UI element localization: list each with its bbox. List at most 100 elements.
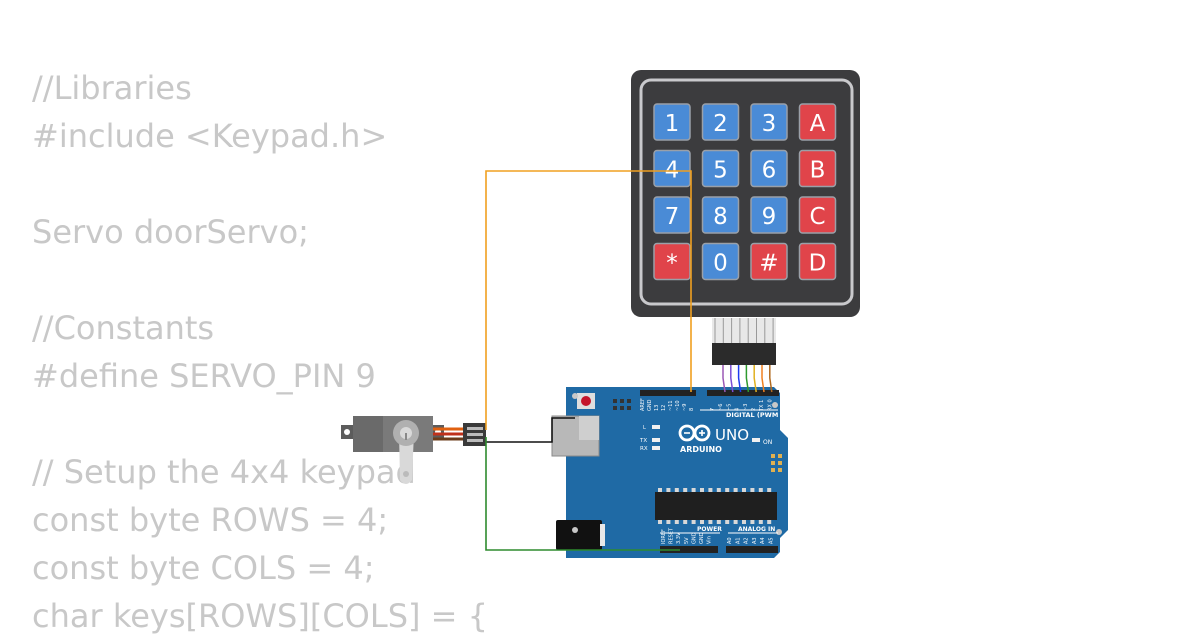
keypad-key-label: * (666, 251, 678, 277)
keypad-key[interactable]: 7 (653, 196, 691, 234)
wire-keypad-bundle (722, 365, 773, 393)
keypad-key[interactable]: D (798, 242, 837, 281)
keypad-key-label: C (809, 204, 825, 230)
code-background: //Libraries #include <Keypad.h> Servo door… (32, 64, 552, 640)
analog-label: ANALOG IN (738, 526, 775, 533)
analog-pin-label: A5 (769, 537, 775, 544)
wire-keypad (761, 365, 765, 393)
microcontroller-chip (655, 492, 777, 520)
power-analog-header[interactable] (660, 546, 778, 553)
keypad-key-cap (653, 103, 691, 141)
digital-pin-label: 8 (689, 408, 695, 411)
keypad-key-label: 7 (665, 204, 680, 230)
keypad-key-cap (653, 196, 691, 234)
keypad-key-label: 0 (713, 251, 728, 277)
keypad-key[interactable]: B (798, 149, 837, 188)
code-line: #include <Keypad.h> (32, 117, 388, 155)
keypad-key-label: 1 (665, 111, 680, 137)
keypad-key[interactable]: 5 (701, 149, 740, 188)
keypad-key[interactable]: 4 (653, 149, 691, 188)
power-jack (556, 520, 602, 550)
keypad-key-cap (701, 103, 740, 141)
power-pin-label: 3.3V (676, 532, 682, 544)
keypad-key[interactable]: C (798, 196, 837, 234)
digital-pin-label: 2 (751, 408, 757, 411)
digital-pin-label: 13 (654, 405, 660, 411)
servo-motor[interactable] (341, 416, 486, 484)
wire-keypad (745, 365, 750, 393)
code-line: char keys[ROWS][COLS] = { (32, 597, 488, 635)
servo-cable (433, 423, 486, 446)
keypad-key-label: D (809, 251, 827, 277)
tx-led-label: TX (639, 438, 647, 444)
keypad-key-label: A (810, 111, 826, 137)
digital-pin-label: ~6 (718, 404, 724, 411)
power-pin-label: IOREF (661, 529, 667, 544)
digital-pin-label: 4 (735, 408, 741, 411)
on-led (752, 438, 760, 442)
keypad-key[interactable]: 2 (701, 103, 740, 141)
keypad-key-cap (701, 196, 740, 234)
keypad-key-cap (750, 196, 788, 234)
wire-servo-signal (485, 170, 692, 430)
code-line: //Constants (32, 309, 215, 347)
digital-pin-label: ~10 (675, 400, 681, 411)
digital-pin-label: 7 (710, 408, 716, 411)
keypad-key-label: 8 (713, 204, 728, 230)
arduino-infinity-icon (678, 424, 711, 442)
wire-servo-power (485, 437, 680, 551)
keypad-key[interactable]: 6 (750, 149, 788, 188)
arduino-model: UNO (715, 426, 749, 444)
digital-pin-label: GND (647, 399, 653, 411)
keypad-frame (639, 78, 854, 306)
keypad-key[interactable]: 8 (701, 196, 740, 234)
power-pin-label: 5V (684, 537, 690, 544)
digital-pin-label: ~11 (668, 400, 674, 411)
analog-pin-label: A2 (744, 537, 750, 544)
power-pin-label: Vin (707, 536, 713, 544)
digital-pin-label: TX 1 (759, 400, 765, 412)
keypad-key-label: B (810, 158, 826, 184)
wire-keypad (722, 365, 726, 393)
keypad-key-cap (750, 103, 788, 141)
power-pin-label: GND (691, 532, 697, 544)
keypad-key[interactable]: 3 (750, 103, 788, 141)
keypad-key[interactable]: 0 (701, 242, 740, 281)
arduino-logo-text: ARDUINO (680, 445, 722, 454)
code-line: //Libraries (32, 69, 192, 107)
digital-label: DIGITAL (PWM ~) (726, 411, 789, 419)
digital-pin-label: ~3 (743, 404, 749, 411)
keypad-key[interactable]: A (798, 103, 837, 141)
analog-pin-label: A1 (735, 537, 741, 544)
wire-keypad (753, 365, 757, 393)
keypad-key[interactable]: 1 (653, 103, 691, 141)
code-line: const byte COLS = 4; (32, 549, 375, 587)
keypad-key-cap (701, 242, 740, 281)
digital-header[interactable] (640, 390, 779, 396)
keypad-key-cap (750, 242, 788, 281)
keypad-ribbon-cable (712, 318, 776, 365)
analog-pin-label: A0 (727, 537, 733, 544)
code-line: const byte ROWS = 4; (32, 501, 389, 539)
keypad-key[interactable]: # (750, 242, 788, 281)
keypad-key-cap (798, 242, 837, 281)
code-line: Servo doorServo; (32, 213, 309, 251)
l-led-label: L (643, 425, 646, 431)
digital-pin-label: AREF (640, 398, 646, 411)
keypad-key[interactable]: 9 (750, 196, 788, 234)
keypad-key-label: 6 (762, 158, 777, 184)
keypad-key-cap (750, 149, 788, 188)
rx-led-label: RX (640, 446, 648, 452)
keypad-key-cap (798, 149, 837, 188)
digital-pin-label: 12 (661, 405, 667, 411)
digital-pin-label: ~9 (682, 404, 688, 411)
keypad-key[interactable]: * (653, 242, 691, 281)
wire-keypad (730, 365, 734, 393)
keypad-key-label: 3 (762, 111, 777, 137)
keypad-key-cap (798, 103, 837, 141)
digital-pin-label: RX 0 (767, 399, 773, 411)
